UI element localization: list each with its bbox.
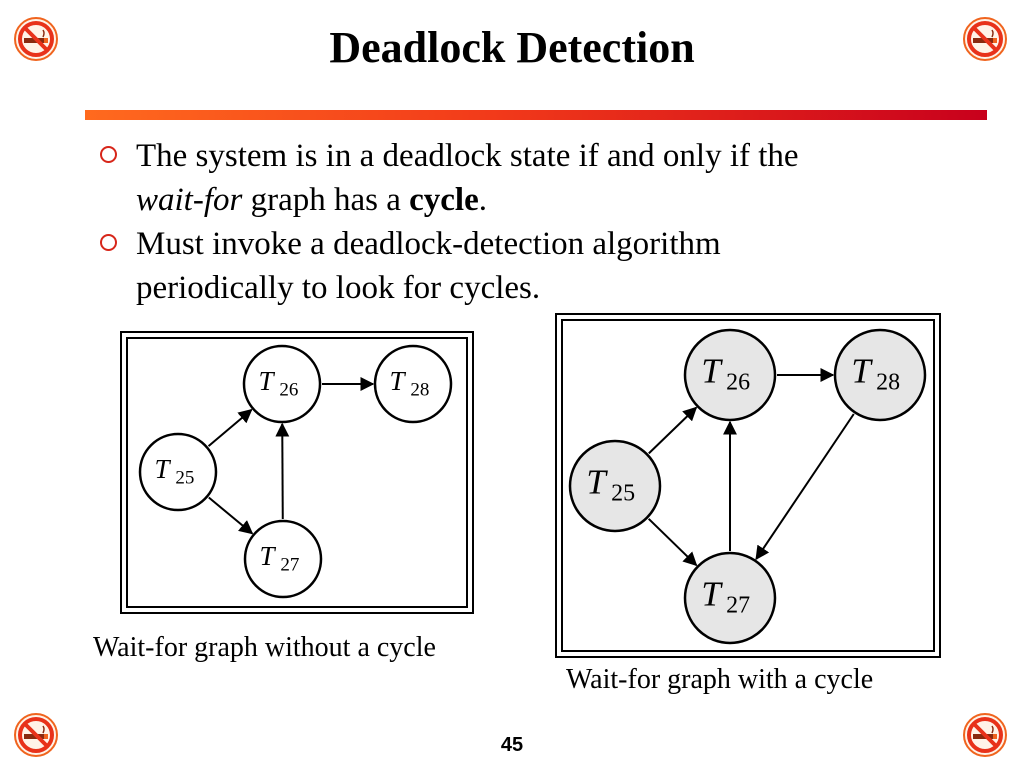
svg-text:27: 27 [280, 554, 299, 575]
svg-text:26: 26 [726, 370, 750, 396]
edge-T25-T27 [647, 518, 698, 567]
no-smoking-icon[interactable] [962, 16, 1008, 62]
bullet-item: Must invoke a deadlock-detection algorit… [100, 222, 976, 310]
svg-text:T: T [701, 575, 723, 614]
svg-text:25: 25 [175, 467, 194, 488]
slide-title: Deadlock Detection [329, 23, 695, 72]
frame-inner [126, 337, 468, 608]
svg-text:25: 25 [611, 481, 635, 507]
bullet-text: graph has a [242, 182, 410, 218]
caption-with-cycle: Wait-for graph with a cycle [566, 664, 874, 695]
page-number: 45 [500, 734, 524, 756]
edge-T28-T27 [755, 413, 855, 561]
frame-inner [561, 319, 935, 652]
svg-text:T: T [155, 454, 172, 484]
svg-text:T: T [260, 541, 277, 571]
title-divider [85, 110, 987, 120]
svg-text:T: T [259, 366, 276, 396]
bullet-text: . [478, 182, 487, 218]
edge-T25-T26 [648, 406, 698, 455]
no-smoking-icon[interactable] [13, 16, 59, 62]
edge-T25-T26 [207, 408, 253, 447]
edge-T27-T26 [275, 422, 290, 520]
bullet-item: The system is in a deadlock state if and… [100, 134, 976, 222]
svg-text:28: 28 [876, 370, 900, 396]
bullet-text: The system is in a deadlock state if and… [136, 138, 799, 174]
bullet-text-italic: wait-for [136, 182, 243, 218]
bullet-text-bold: cycle [409, 182, 479, 218]
svg-text:T: T [390, 366, 407, 396]
svg-text:T: T [701, 352, 723, 391]
frame-outer [555, 313, 941, 658]
svg-text:T: T [851, 352, 873, 391]
caption-no-cycle: Wait-for graph without a cycle [93, 632, 436, 663]
no-smoking-icon[interactable] [13, 712, 59, 758]
bullet-text: Must invoke a deadlock-detection algorit… [136, 226, 721, 306]
svg-text:28: 28 [410, 379, 429, 400]
bullet-marker-icon [100, 146, 117, 163]
bullet-marker-icon [100, 234, 117, 251]
svg-text:T: T [586, 463, 608, 502]
svg-text:26: 26 [279, 379, 298, 400]
edge-T25-T27 [208, 496, 254, 535]
no-smoking-icon[interactable] [962, 712, 1008, 758]
svg-text:27: 27 [726, 593, 750, 619]
frame-outer [120, 331, 474, 614]
